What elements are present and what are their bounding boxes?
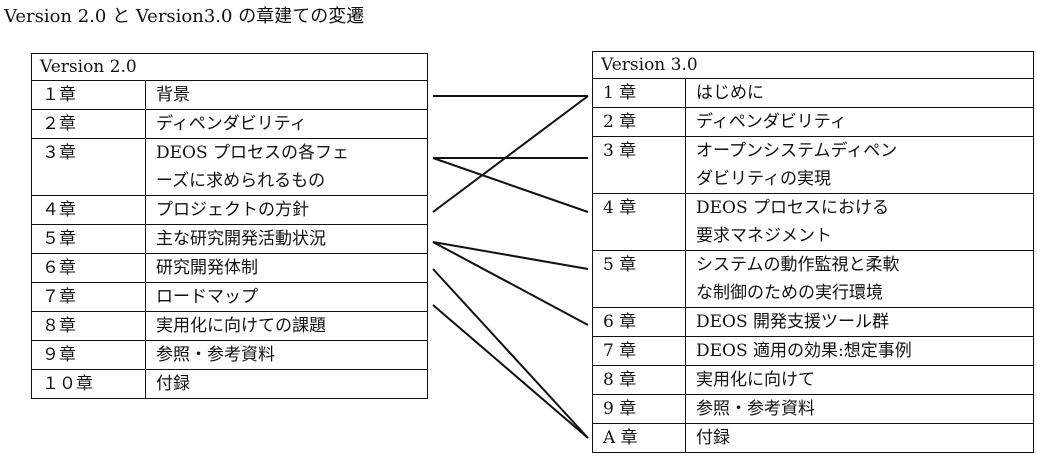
chapter-title-line: DEOS プロセスの各フェ: [156, 143, 350, 163]
chapter-title-line: 背景: [156, 85, 190, 105]
chapter-title: 実用化に向けて: [685, 365, 1034, 395]
version-2-header: Version 2.0: [31, 53, 428, 81]
chapter-row: ９章参照・参考資料: [31, 340, 428, 370]
chapter-title-line: 参照・参考資料: [156, 345, 275, 365]
chapter-number: 4 章: [592, 193, 686, 251]
chapter-title-line: プロジェクトの方針: [156, 200, 309, 220]
chapter-title-line: 付録: [156, 374, 190, 394]
chapter-row: 5 章システムの動作監視と柔軟な制御のための実行環境: [592, 250, 1034, 308]
chapter-title-line: オープンシステムディペン: [696, 141, 898, 161]
chapter-title: プロジェクトの方針: [145, 195, 428, 225]
chapter-row: 6 章 DEOS 開発支援ツール群: [592, 307, 1034, 337]
chapter-title-line: DEOS 適用の効果:想定事例: [696, 341, 912, 361]
chapter-title: DEOS 開発支援ツール群: [685, 307, 1034, 337]
chapter-title: 付録: [685, 423, 1034, 453]
chapter-number: １章: [31, 80, 146, 110]
chapter-row: 3 章オープンシステムディペンダビリティの実現: [592, 136, 1034, 194]
chapter-row: ４章プロジェクトの方針: [31, 195, 428, 225]
chapter-title-line: はじめに: [696, 83, 764, 103]
chapter-number: ８章: [31, 311, 146, 341]
chapter-title: DEOS プロセスの各フェーズに求められるもの: [145, 138, 428, 196]
chapter-title-line: な制御のための実行環境: [696, 283, 883, 303]
chapter-title-line: 付録: [696, 428, 730, 448]
chapter-number: A 章: [592, 423, 686, 453]
map-line-v2-3-to-v3-4: [432, 157, 589, 213]
chapter-number: ９章: [31, 340, 146, 370]
chapter-title-line: システムの動作監視と柔軟: [696, 255, 900, 275]
chapter-title: 研究開発体制: [145, 253, 428, 283]
chapter-number: 8 章: [592, 365, 686, 395]
chapter-title-line: 要求マネジメント: [696, 226, 832, 246]
version-3-header: Version 3.0: [592, 51, 1034, 79]
map-line-v2-4-to-v3-1: [432, 95, 589, 213]
chapter-title-line: 参照・参考資料: [696, 399, 815, 419]
chapter-title-line: ダビリティの実現: [696, 169, 831, 189]
chapter-number: ２章: [31, 109, 146, 139]
map-line-v2-6-to-v3-a: [432, 268, 589, 439]
chapter-title-line: ディペンダビリティ: [696, 112, 847, 132]
chapter-title-line: ロードマップ: [156, 287, 258, 307]
chapter-row: １章背景: [31, 80, 428, 110]
chapter-title: 実用化に向けての課題: [145, 311, 428, 341]
chapter-title-line: DEOS 開発支援ツール群: [696, 312, 890, 332]
chapter-title-line: 実用化に向けての課題: [156, 316, 326, 336]
chapter-title: システムの動作監視と柔軟な制御のための実行環境: [685, 250, 1034, 308]
chapter-title-line: ディペンダビリティ: [156, 114, 307, 134]
chapter-row: A 章付録: [592, 423, 1034, 453]
chapter-row: ２章ディペンダビリティ: [31, 109, 428, 139]
chapter-title-line: 研究開発体制: [156, 258, 258, 278]
map-line-v2-5-to-v3-6: [432, 241, 589, 326]
chapter-row: ７章ロードマップ: [31, 282, 428, 312]
chapter-row: １０章付録: [31, 369, 428, 399]
chapter-number: 1 章: [592, 78, 686, 108]
chapter-title-line: 実用化に向けて: [696, 370, 815, 390]
chapter-number: 3 章: [592, 136, 686, 194]
chapter-title: 付録: [145, 369, 428, 399]
chapter-number: ７章: [31, 282, 146, 312]
chapter-row: 2 章ディペンダビリティ: [592, 107, 1034, 137]
map-line-v2-7-to-v3-a: [432, 304, 589, 439]
chapter-title: 参照・参考資料: [685, 394, 1034, 424]
chapter-title-line: 主な研究開発活動状況: [156, 229, 326, 249]
chapter-row: 8 章実用化に向けて: [592, 365, 1034, 395]
chapter-number: ４章: [31, 195, 146, 225]
chapter-title: DEOS 適用の効果:想定事例: [685, 336, 1034, 366]
chapter-title: DEOS プロセスにおける要求マネジメント: [685, 193, 1034, 251]
chapter-number: １０章: [31, 369, 146, 399]
chapter-number: ５章: [31, 224, 146, 254]
chapter-row: ８章実用化に向けての課題: [31, 311, 428, 341]
chapter-row: 9 章参照・参考資料: [592, 394, 1034, 424]
chapter-title: 背景: [145, 80, 428, 110]
chapter-title-line: ーズに求められるもの: [156, 171, 326, 191]
page-title: Version 2.0 と Version3.0 の章建ての変遷: [4, 6, 365, 27]
map-line-v2-5-to-v3-5: [432, 241, 589, 270]
chapter-title: オープンシステムディペンダビリティの実現: [685, 136, 1034, 194]
chapter-title-line: DEOS プロセスにおける: [696, 198, 890, 218]
chapter-number: 6 章: [592, 307, 686, 337]
chapter-number: 9 章: [592, 394, 686, 424]
